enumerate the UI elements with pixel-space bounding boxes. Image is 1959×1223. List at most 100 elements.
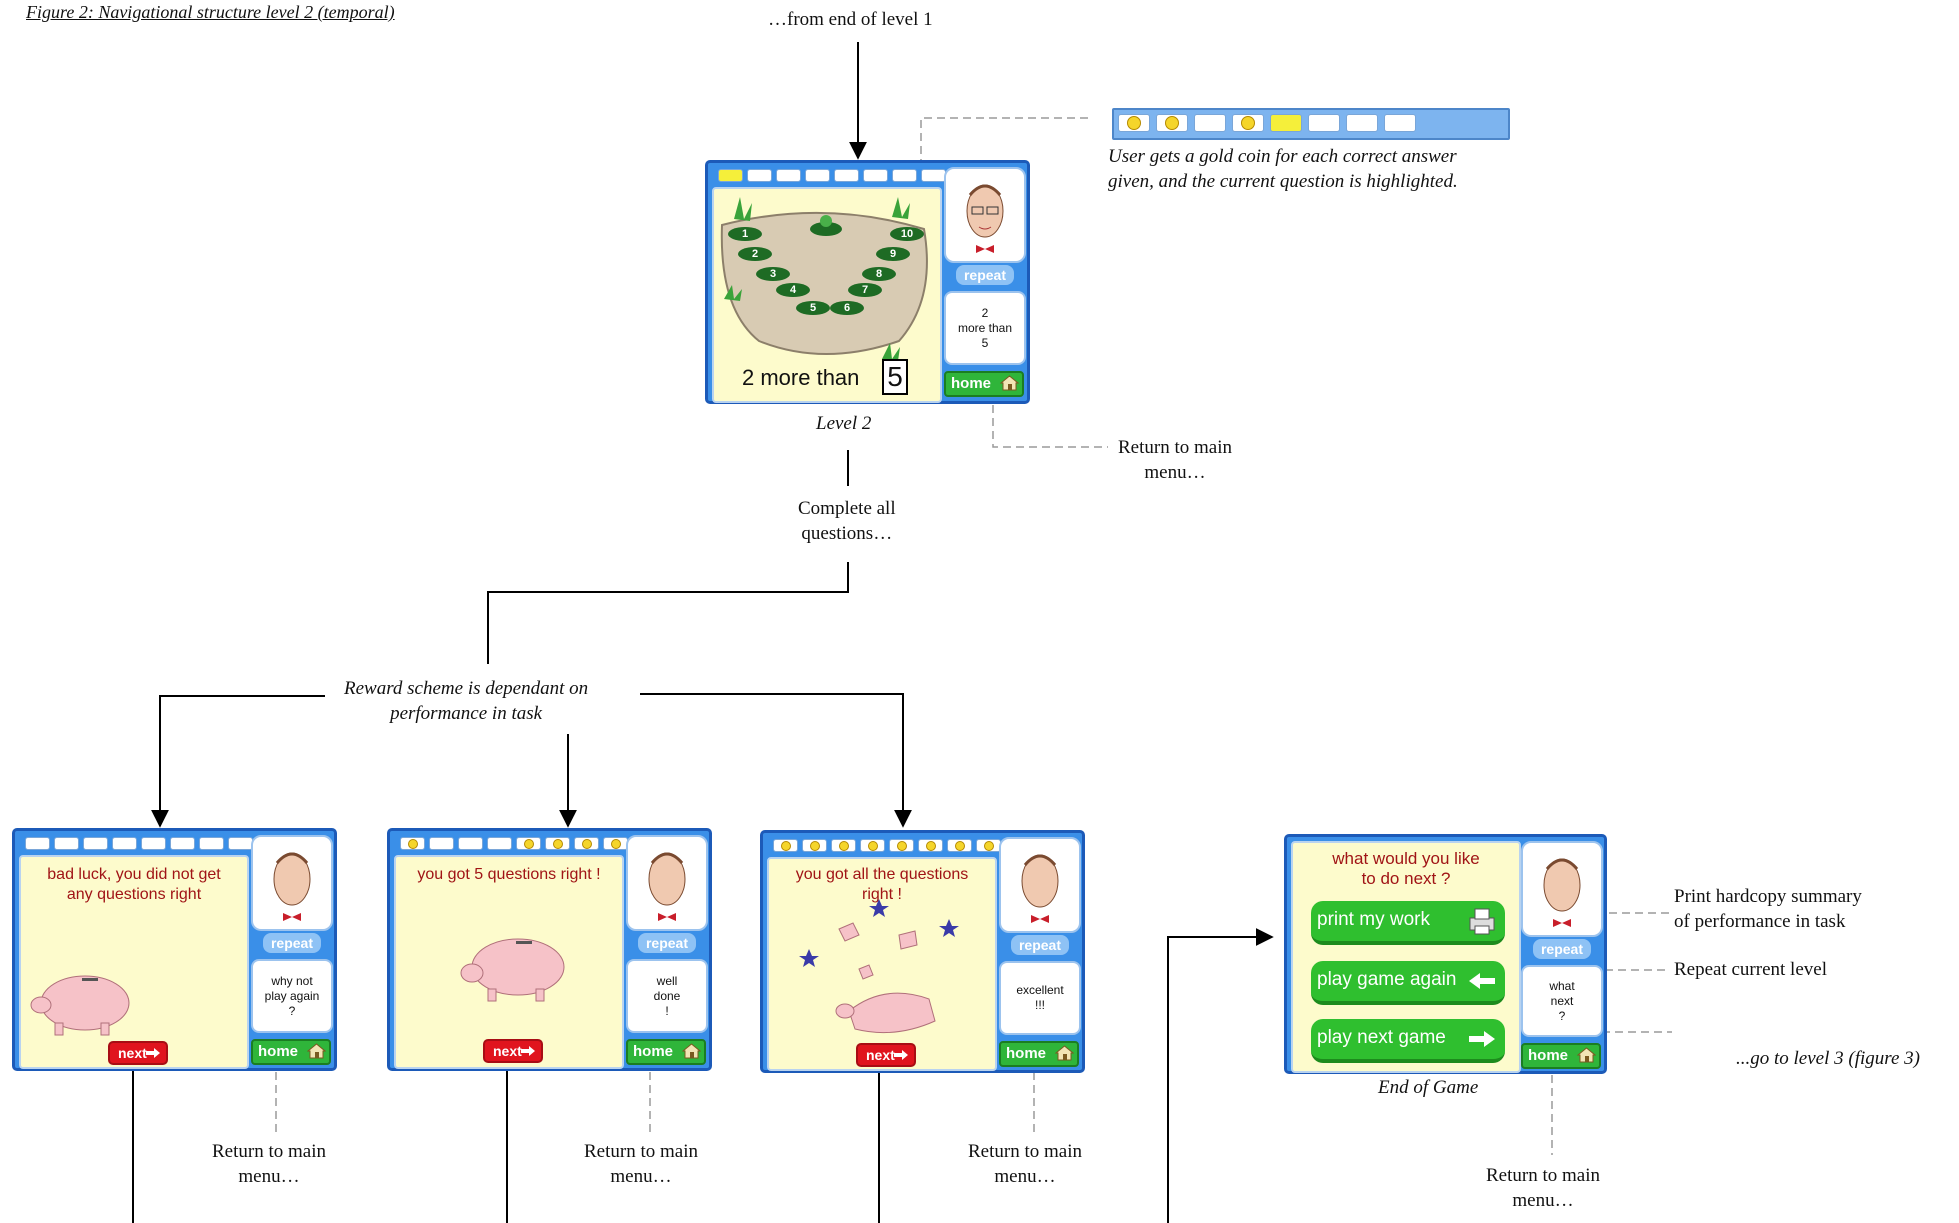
house-icon [1577, 1047, 1596, 1063]
repeat-button[interactable]: repeat [1533, 939, 1591, 959]
coin-progress-legend [1112, 108, 1510, 140]
progress-slot-7 [574, 837, 599, 850]
progress-slot-8 [976, 839, 1001, 852]
next-button[interactable]: next [856, 1043, 916, 1067]
progress-slot-1 [1118, 114, 1150, 132]
play-game-again-button[interactable]: play game again [1311, 961, 1505, 1005]
return-main-1: Return to main menu… [212, 1141, 326, 1187]
home-label: home [258, 1043, 299, 1060]
progress-slot-3 [1194, 114, 1226, 132]
answer-box[interactable]: 5 [882, 359, 908, 395]
left-arrow-icon [1469, 973, 1495, 989]
progress-slot-3 [831, 839, 856, 852]
teacher-face-icon [648, 852, 686, 921]
progress-slot-8 [1384, 114, 1416, 132]
progress-slot-2 [429, 837, 454, 850]
go-level3-caption: ...go to level 3 (figure 3) [1736, 1048, 1920, 1069]
progress-slot-2 [802, 839, 827, 852]
lilypad-9: 9 [876, 247, 910, 261]
progress-slot-1 [718, 169, 743, 182]
progress-slot-6 [918, 839, 943, 852]
speech-bubble: 2 more than 5 [944, 291, 1026, 365]
repeat-button[interactable]: repeat [263, 933, 321, 953]
teacher-face-icon [966, 184, 1004, 253]
right-arrow-icon [894, 1050, 908, 1060]
complete-caption: Complete all questions… [798, 498, 896, 544]
level2-caption: Level 2 [816, 413, 872, 434]
progress-slot-7 [892, 169, 917, 182]
repeat-button[interactable]: repeat [638, 933, 696, 953]
home-label: home [633, 1043, 674, 1060]
reward1-progress-bar [25, 837, 253, 850]
piggy-bank-icon [30, 975, 130, 1036]
speech-bubble: well done ! [626, 959, 708, 1033]
next-label: next [866, 1047, 895, 1063]
lilypad-5: 5 [796, 301, 830, 315]
house-icon [1000, 375, 1019, 391]
home-button[interactable]: home [944, 371, 1024, 397]
home-button[interactable]: home [999, 1041, 1079, 1067]
speech-bubble: excellent !!! [999, 961, 1081, 1035]
home-button[interactable]: home [1521, 1043, 1601, 1069]
print-my-work-button[interactable]: print my work [1311, 901, 1505, 945]
home-button[interactable]: home [626, 1039, 706, 1065]
play-game-again-label: play game again [1317, 969, 1457, 990]
progress-slot-2 [747, 169, 772, 182]
arrow-to-end-game [1167, 928, 1274, 1223]
next-button[interactable]: next [108, 1041, 168, 1065]
repeat-button[interactable]: repeat [956, 265, 1014, 285]
teacher-face-icon [273, 852, 311, 921]
arrow-to-bad-luck [151, 695, 325, 828]
speech-bubble: what next ? [1521, 965, 1603, 1037]
right-arrow-icon [521, 1046, 535, 1056]
dashed-coin-legend [920, 117, 1088, 160]
print-hardcopy-caption: Print hardcopy summary of performance in… [1674, 886, 1862, 932]
teacher-portrait [1521, 841, 1603, 937]
progress-slot-5 [889, 839, 914, 852]
repeat-button[interactable]: repeat [1011, 935, 1069, 955]
reward2-message: you got 5 questions right ! [417, 866, 601, 883]
progress-slot-2 [1156, 114, 1188, 132]
end-question: what would you like to do next ? [1332, 849, 1480, 888]
lilypad-8: 8 [862, 267, 896, 281]
piggy-bank-icon [460, 938, 565, 1002]
progress-slot-6 [1308, 114, 1340, 132]
reward2-progress-bar [400, 837, 628, 850]
progress-slot-7 [199, 837, 224, 850]
reward1-play-area: bad luck, you did not get any questions … [19, 855, 249, 1069]
next-label: next [493, 1043, 522, 1059]
broken-piggy-bank-icon [799, 899, 959, 1034]
progress-slot-3 [776, 169, 801, 182]
next-label: next [118, 1045, 147, 1061]
teacher-face-icon [1021, 854, 1059, 923]
progress-slot-2 [54, 837, 79, 850]
next-button[interactable]: next [483, 1039, 543, 1063]
teacher-portrait [999, 837, 1081, 933]
reward1-message: bad luck, you did not get any questions … [47, 866, 221, 903]
return-main-3: Return to main menu… [968, 1141, 1082, 1187]
reward3-message: you got all the questions right ! [795, 866, 969, 903]
progress-slot-6 [545, 837, 570, 850]
progress-slot-7 [947, 839, 972, 852]
reward-screen-five-right: you got 5 questions right ! next repeat … [387, 828, 712, 1071]
reward-screen-bad-luck: bad luck, you did not get any questions … [12, 828, 337, 1071]
house-icon [307, 1043, 326, 1059]
pond-illustration [720, 197, 928, 361]
home-button[interactable]: home [251, 1039, 331, 1065]
print-my-work-label: print my work [1317, 909, 1430, 930]
home-label: home [1528, 1047, 1569, 1064]
progress-slot-8 [921, 169, 946, 182]
lilypad-1: 1 [728, 227, 762, 241]
lilypad-3: 3 [756, 267, 790, 281]
return-main-level2: Return to main menu… [1118, 437, 1232, 483]
arrow-to-all-right [640, 693, 912, 828]
play-next-game-button[interactable]: play next game [1311, 1019, 1505, 1063]
reward-screen-all-right: you got all the questions right ! next r… [760, 830, 1085, 1073]
speech-bubble: why not play again ? [251, 959, 333, 1033]
reward2-play-area: you got 5 questions right ! next [394, 855, 624, 1069]
lilypad-7: 7 [848, 283, 882, 297]
home-label: home [951, 375, 992, 392]
line-complete-to-reward [487, 562, 849, 664]
figure-title: Figure 2: Navigational structure level 2… [26, 2, 395, 22]
progress-slot-7 [1346, 114, 1378, 132]
